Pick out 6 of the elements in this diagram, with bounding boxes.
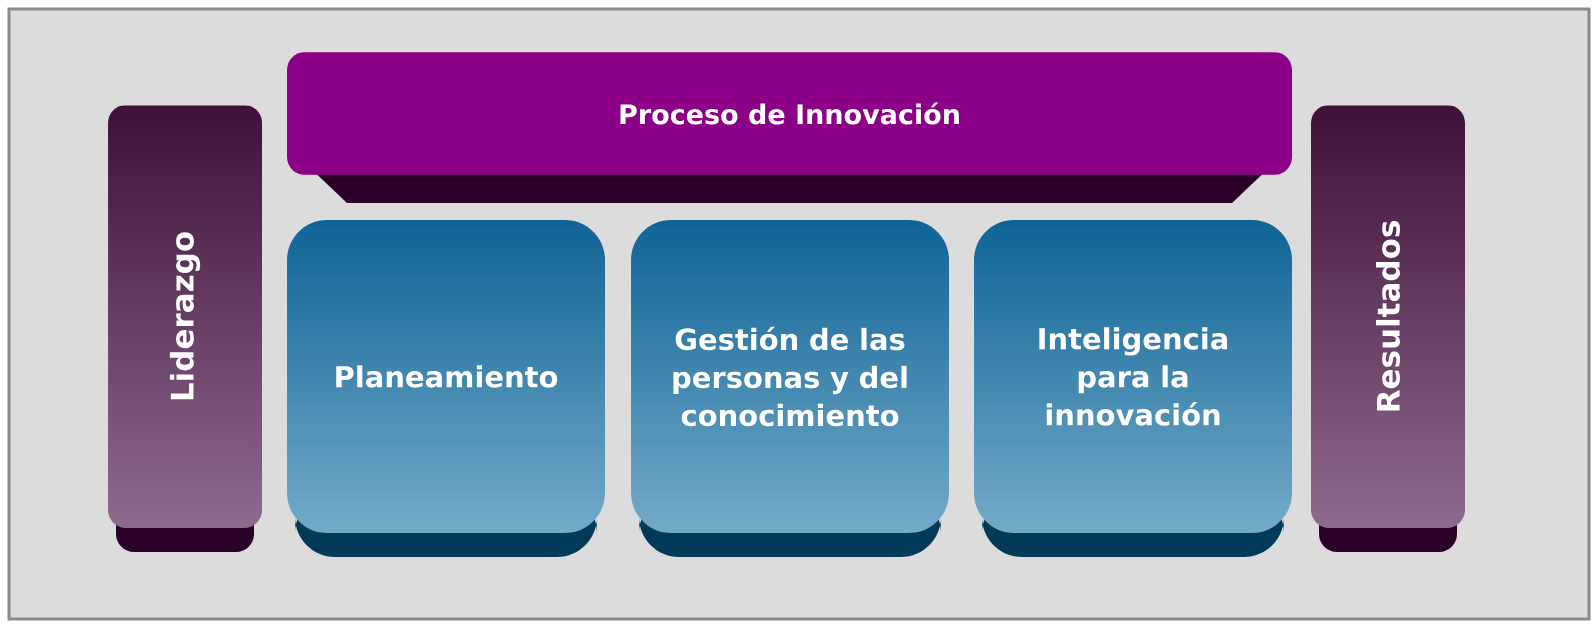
- process-box: Gestión de las personas y del conocimiento: [631, 220, 949, 557]
- roof-bar: Proceso de Innovación: [287, 52, 1292, 203]
- process-box: Planeamiento: [287, 220, 605, 557]
- process-box: Inteligencia para la innovación: [974, 220, 1292, 557]
- pillar: Resultados: [1311, 105, 1465, 552]
- pillar: Liderazgo: [108, 105, 262, 552]
